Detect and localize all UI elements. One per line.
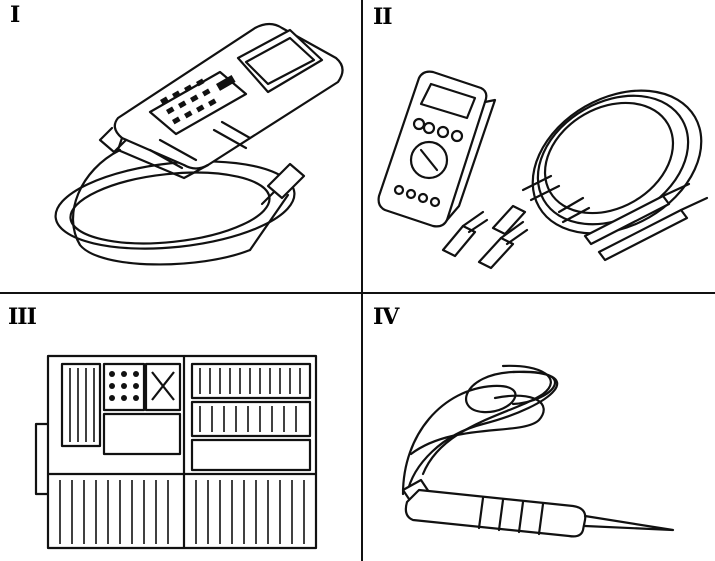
panel-numeral: I: [10, 2, 20, 28]
panel-3: III: [0, 294, 361, 561]
panel-numeral: II: [373, 4, 393, 30]
digital-multimeter-icon: [377, 70, 709, 270]
panel-4: IV: [363, 294, 715, 561]
horizontal-divider: [0, 292, 715, 294]
handheld-scan-tester-icon: [54, 22, 344, 266]
breakout-box-icon: [34, 354, 318, 550]
panel-2: II: [363, 0, 715, 292]
panel-1: I: [0, 0, 361, 292]
test-light-probe-icon: [401, 364, 675, 538]
panel-numeral: IV: [373, 304, 399, 330]
vertical-divider: [361, 0, 363, 561]
panel-numeral: III: [8, 304, 37, 330]
